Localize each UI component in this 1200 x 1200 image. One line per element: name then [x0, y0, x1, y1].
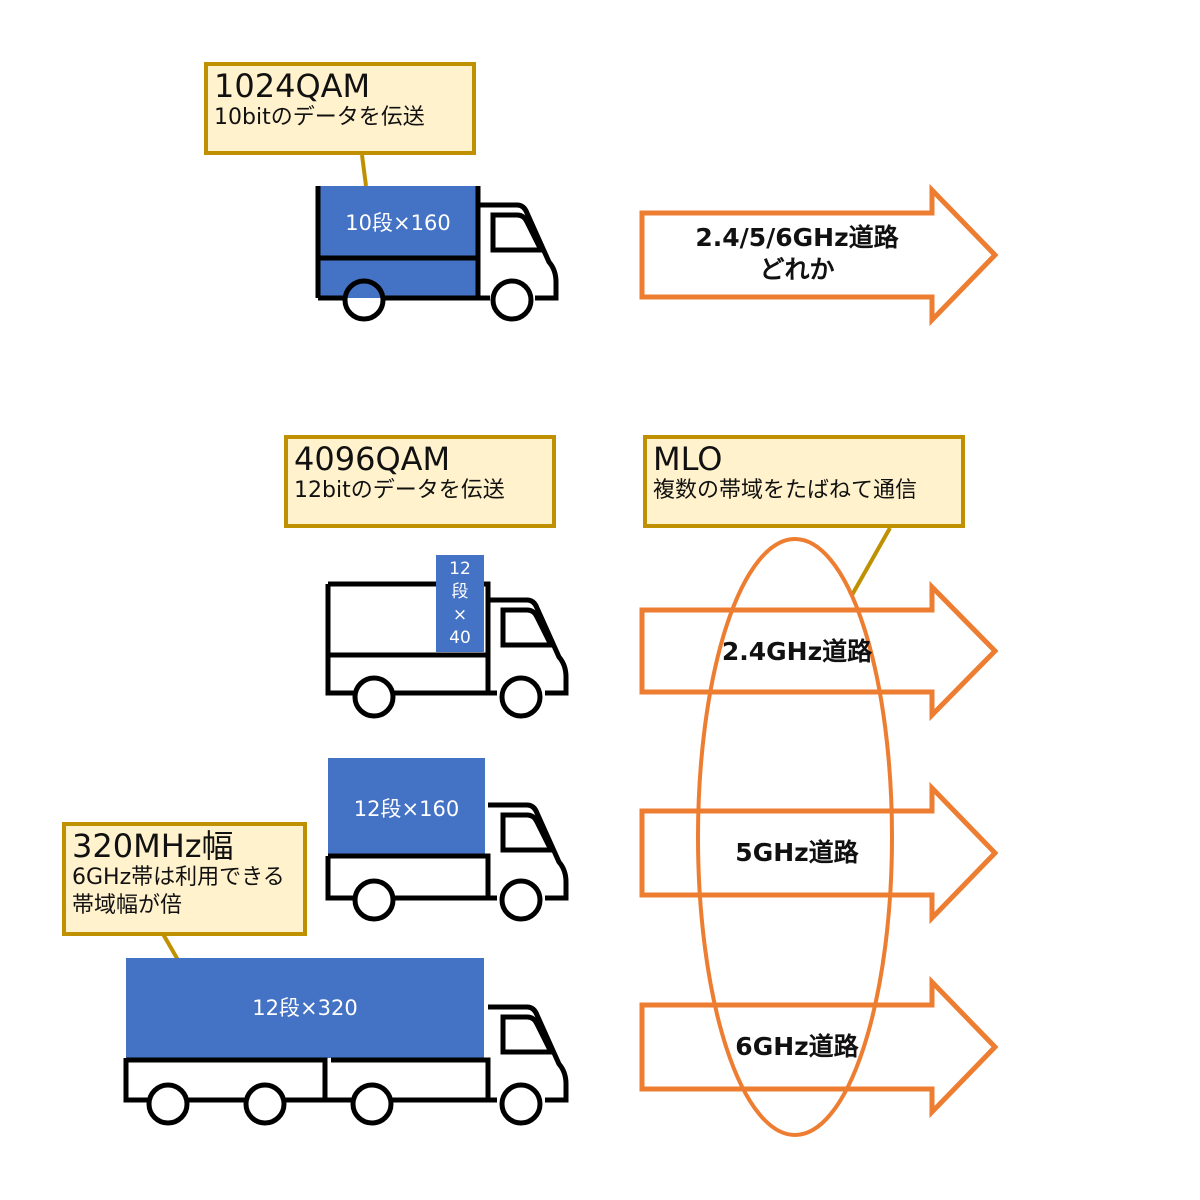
truck-3-wheel-rear: [352, 878, 396, 922]
callout-1024qam-subtitle: 10bitのデータを伝送: [214, 105, 425, 130]
callout-connector-mlo: [850, 527, 892, 596]
truck-4-cargo: [126, 958, 484, 1058]
road-arrow-any: [639, 183, 999, 327]
truck-2-cargo-line-2: 段: [451, 581, 469, 602]
truck-1: [315, 186, 559, 322]
truck-3-cargo-label: 12段×160: [353, 797, 460, 821]
callout-4096qam-subtitle: 12bitのデータを伝送: [294, 478, 505, 503]
road-label-6ghz: 6GHz道路: [735, 1032, 859, 1061]
callout-1024qam: 1024QAM 10bitのデータを伝送: [204, 62, 476, 155]
truck-2: [325, 555, 569, 719]
truck-2-wheel-rear: [352, 675, 396, 719]
callout-connector-320mhz: [161, 933, 180, 961]
road-arrow-6ghz: [639, 975, 999, 1119]
truck-4-cargo-label: 12段×320: [252, 996, 358, 1020]
callout-4096qam-title: 4096QAM: [294, 440, 451, 478]
truck-3: [325, 758, 569, 922]
mlo-ellipse: [696, 537, 894, 1137]
truck-2-wheel-front: [499, 675, 543, 719]
road-arrow-5ghz: [639, 781, 999, 925]
callout-320mhz-subtitle: 6GHz帯は利用できる帯域幅が倍: [72, 865, 285, 918]
road-label-any-line1: 2.4/5/6GHz道路: [695, 223, 899, 252]
callout-4096qam: 4096QAM 12bitのデータを伝送: [284, 435, 556, 528]
truck-2-cargo: [436, 555, 484, 652]
callout-mlo-title: MLO: [653, 440, 723, 478]
road-label-any: 2.4/5/6GHz道路 どれか: [642, 222, 952, 286]
truck-3-cargo: [328, 758, 485, 856]
truck-1-cargo-label: 10段×160: [345, 211, 451, 235]
truck-2-cargo-label: 12 段 × 40: [436, 557, 484, 650]
callout-320mhz-title: 320MHz幅: [72, 827, 234, 865]
callout-mlo: MLO 複数の帯域をたばねて通信: [643, 435, 965, 528]
truck-1-wheel-front: [490, 278, 534, 322]
callout-mlo-subtitle: 複数の帯域をたばねて通信: [653, 478, 918, 503]
truck-3-wheel-front: [499, 878, 543, 922]
callout-1024qam-title: 1024QAM: [214, 67, 371, 105]
truck-1-cargo: [318, 186, 478, 298]
truck-2-cargo-line-4: 40: [449, 627, 471, 648]
truck-2-cargo-line-1: 12: [449, 558, 471, 579]
truck-2-cargo-line-3: ×: [452, 604, 468, 625]
truck-1-wheel-rear: [342, 278, 386, 322]
truck-4: [123, 958, 569, 1126]
road-label-5ghz: 5GHz道路: [735, 838, 859, 867]
road-label-24ghz: 2.4GHz道路: [721, 637, 873, 666]
callout-connector-1024qam: [360, 154, 368, 187]
callout-320mhz: 320MHz幅 6GHz帯は利用できる帯域幅が倍: [62, 822, 307, 936]
road-label-any-line2: どれか: [759, 255, 835, 284]
